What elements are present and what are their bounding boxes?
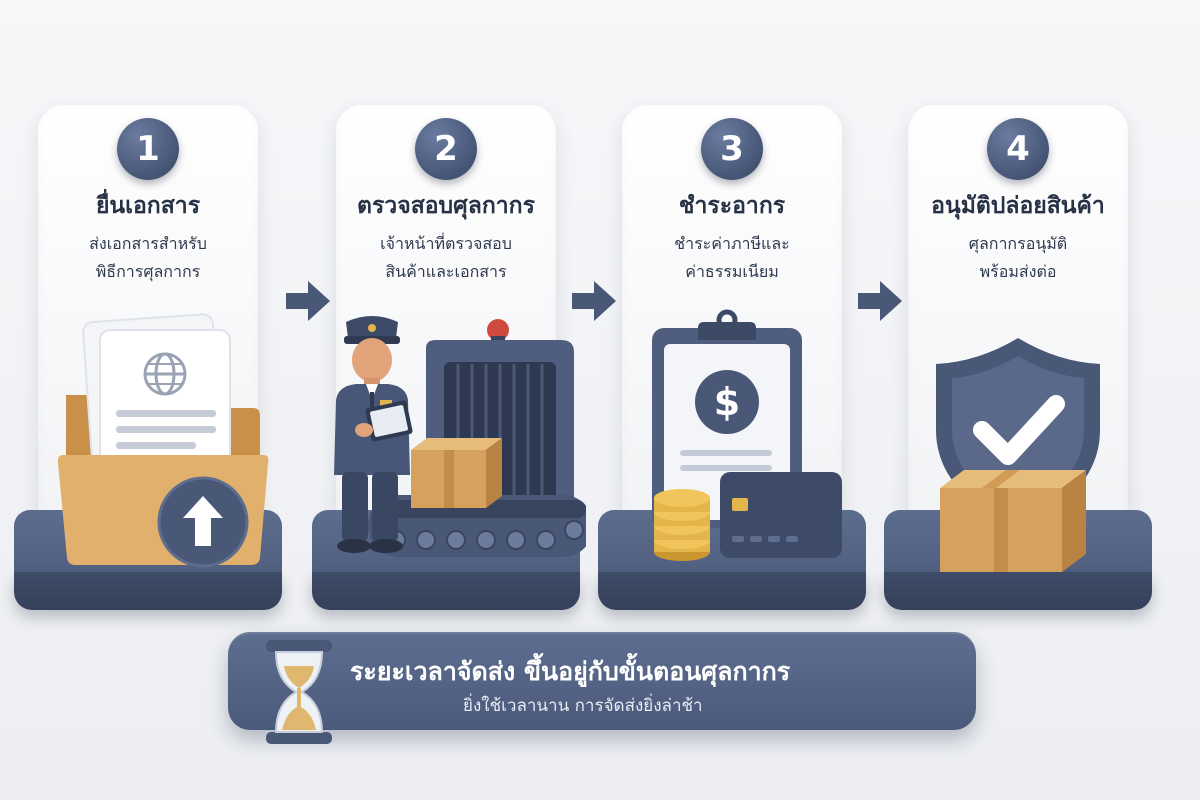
banner-subtitle: ยิ่งใช้เวลานาน การจัดส่งยิ่งล่าช้า xyxy=(463,696,703,716)
step-number-badge: 3 xyxy=(701,118,763,180)
step-description: เจ้าหน้าที่ตรวจสอบ สินค้าและเอกสาร xyxy=(324,230,568,286)
step-2: 2 ตรวจสอบศุลกากร เจ้าหน้าที่ตรวจสอบ สินค… xyxy=(306,0,586,620)
banner-title: ระยะเวลาจัดส่ง ขึ้นอยู่กับขั้นตอนศุลกากร xyxy=(350,657,791,686)
step-1: 1 ยื่นเอกสาร ส่งเอกสารสำหรับ พิธีการศุลก… xyxy=(8,0,288,620)
step-3: 3 ชำระอากร ชำระค่าภาษีและ ค่าธรรมเนียม $ xyxy=(592,0,872,620)
document-folder-upload-icon xyxy=(57,313,269,568)
step-number-badge: 1 xyxy=(117,118,179,180)
hourglass-icon xyxy=(266,640,332,744)
step-description: ศุลกากรอนุมัติ พร้อมส่งต่อ xyxy=(896,230,1140,286)
arrow-right-icon xyxy=(572,281,616,321)
step-4: 4 อนุมัติปล่อยสินค้า ศุลกากรอนุมัติ พร้อ… xyxy=(878,0,1158,620)
step-title: ตรวจสอบศุลกากร xyxy=(357,193,535,219)
step-description: ชำระค่าภาษีและ ค่าธรรมเนียม xyxy=(610,230,854,286)
step-title: อนุมัติปล่อยสินค้า xyxy=(931,193,1105,219)
shield-check-box-icon xyxy=(936,338,1100,572)
step-description-line: ค่าธรรมเนียม xyxy=(685,262,779,281)
step-number-badge: 2 xyxy=(415,118,477,180)
delivery-time-banner: ระยะเวลาจัดส่ง ขึ้นอยู่กับขั้นตอนศุลกากร… xyxy=(228,632,976,730)
svg-text:$: $ xyxy=(714,380,740,424)
step-description-line: พิธีการศุลกากร xyxy=(95,262,201,281)
step-description: ส่งเอกสารสำหรับ พิธีการศุลกากร xyxy=(26,230,270,286)
step-description-line: ชำระค่าภาษีและ xyxy=(674,234,790,253)
step-description-line: ศุลกากรอนุมัติ xyxy=(968,234,1068,253)
arrow-right-icon xyxy=(286,281,330,321)
step-title: ยื่นเอกสาร xyxy=(95,193,201,219)
step-description-line: เจ้าหน้าที่ตรวจสอบ xyxy=(380,234,512,253)
arrow-right-icon xyxy=(858,281,902,321)
step-description-line: พร้อมส่งต่อ xyxy=(979,262,1057,281)
step-number-badge: 4 xyxy=(987,118,1049,180)
step-title: ชำระอากร xyxy=(678,193,786,219)
customs-officer-scanner-icon xyxy=(334,316,586,557)
clipboard-dollar-coins-card-icon: $ xyxy=(652,309,842,561)
step-description-line: ส่งเอกสารสำหรับ xyxy=(89,234,207,253)
step-description-line: สินค้าและเอกสาร xyxy=(385,262,507,281)
